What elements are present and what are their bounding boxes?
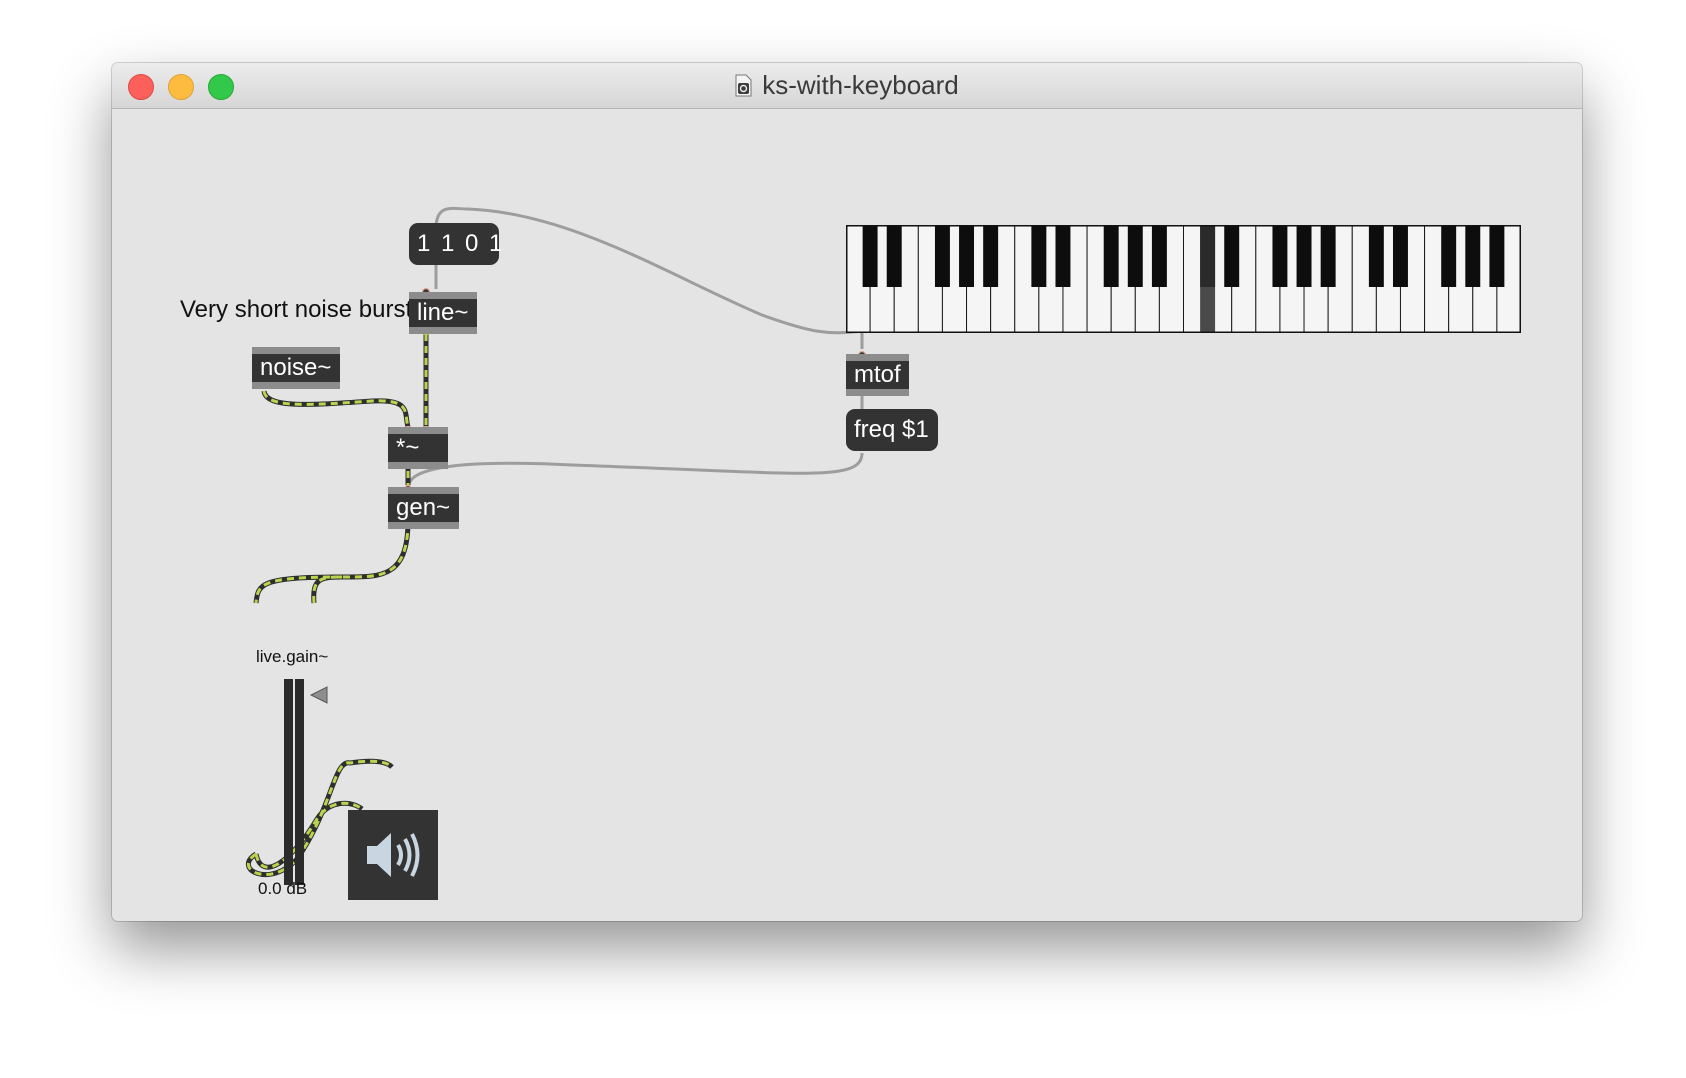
- live-gain-value: 0.0 dB: [258, 879, 308, 898]
- black-key[interactable]: [1368, 225, 1384, 287]
- meter-left: [284, 679, 293, 885]
- black-key-active[interactable]: [1200, 225, 1216, 287]
- patcher-canvas[interactable]: Very short noise burst 1 1 0 1 line~ noi…: [112, 109, 1582, 921]
- zoom-button[interactable]: [208, 74, 234, 100]
- cord-gen-to-gain-right: [312, 520, 410, 604]
- keyboard-slider[interactable]: [846, 225, 1521, 333]
- gen-object-label: gen~: [396, 494, 451, 521]
- cord-gain-to-dac-left: [247, 759, 394, 877]
- black-key[interactable]: [862, 225, 878, 287]
- multiply-object-label: *~: [396, 434, 420, 461]
- title-area: ks-with-keyboard: [112, 63, 1582, 108]
- window-title: ks-with-keyboard: [762, 70, 959, 100]
- speaker-icon: [367, 833, 420, 877]
- noise-object[interactable]: noise~: [252, 347, 340, 389]
- signal-cords-base: [246, 334, 429, 878]
- black-key[interactable]: [1151, 225, 1167, 287]
- title-bar[interactable]: ks-with-keyboard: [112, 63, 1582, 109]
- black-key[interactable]: [1296, 225, 1312, 287]
- black-key[interactable]: [1392, 225, 1408, 287]
- cord-gen-to-gain-left: [254, 575, 343, 604]
- patch-cords: [246, 206, 867, 878]
- cord-freq-to-gen: [406, 452, 864, 486]
- freq-message-box[interactable]: freq $1: [846, 409, 938, 451]
- mtof-object-label: mtof: [854, 361, 901, 388]
- black-key[interactable]: [886, 225, 902, 287]
- line-object[interactable]: line~: [409, 292, 477, 334]
- black-key[interactable]: [1272, 225, 1288, 287]
- gain-thumb[interactable]: [309, 685, 329, 705]
- cord-noise-to-multiply: [262, 390, 410, 428]
- patcher-window: ks-with-keyboard: [112, 63, 1582, 921]
- burst-message-box[interactable]: 1 1 0 1: [409, 223, 502, 265]
- black-key[interactable]: [1055, 225, 1071, 287]
- noise-burst-comment[interactable]: Very short noise burst: [180, 296, 413, 323]
- black-key[interactable]: [1224, 225, 1240, 287]
- gen-object[interactable]: gen~: [388, 487, 459, 529]
- noise-object-label: noise~: [260, 354, 332, 381]
- black-key[interactable]: [1031, 225, 1047, 287]
- black-key[interactable]: [1441, 225, 1457, 287]
- black-key[interactable]: [934, 225, 950, 287]
- black-key[interactable]: [1320, 225, 1336, 287]
- live-gain-label: live.gain~: [256, 647, 329, 666]
- close-button[interactable]: [128, 74, 154, 100]
- black-key[interactable]: [1489, 225, 1505, 287]
- multiply-object[interactable]: *~: [388, 427, 448, 469]
- ezdac-button[interactable]: [348, 810, 438, 900]
- mtof-object[interactable]: mtof: [846, 354, 909, 396]
- cord-gain-to-dac-right: [254, 801, 363, 869]
- minimize-button[interactable]: [168, 74, 194, 100]
- cord-keyboard-to-message: [434, 206, 863, 335]
- black-key[interactable]: [959, 225, 975, 287]
- signal-cords: [247, 334, 428, 877]
- keyboard-frame: [846, 225, 1521, 333]
- black-key[interactable]: [1127, 225, 1143, 287]
- live-gain-slider[interactable]: [284, 679, 308, 885]
- black-key[interactable]: [1103, 225, 1119, 287]
- meter-right: [295, 679, 304, 885]
- document-icon: [735, 74, 752, 97]
- black-key[interactable]: [1465, 225, 1481, 287]
- outlets: [257, 326, 867, 524]
- black-key[interactable]: [983, 225, 999, 287]
- line-object-label: line~: [417, 299, 469, 326]
